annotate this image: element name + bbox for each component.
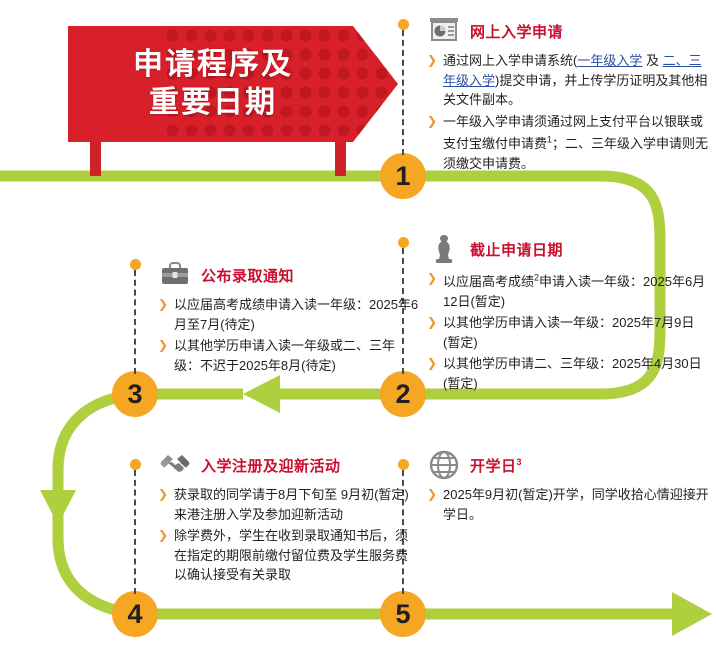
bullet-text: 以应届高考成绩申请入读一年级：2025年6月至7月(待定): [174, 297, 419, 332]
step-title-3: 公布录取通知: [201, 267, 295, 285]
sign-post-right: [335, 142, 346, 176]
step-circle-4[interactable]: 4: [112, 591, 158, 637]
sign-board-shape: [68, 26, 398, 142]
step-bullets-1: ❯ 通过网上入学申请系统(一年级入学 及 二、三年级入学)提交申请，并上传学历证…: [427, 51, 711, 173]
chevron-right-icon: ❯: [427, 487, 438, 501]
chevron-right-icon: ❯: [158, 338, 169, 352]
chevron-right-icon: ❯: [158, 487, 169, 501]
chess-piece-icon: [427, 232, 461, 266]
connector-line-4: [134, 470, 138, 594]
step-block-2: 截止申请日期 ❯ 以应届高考成绩2申请入读一年级：2025年6月12日(暂定) …: [427, 232, 711, 395]
step-bullets-4: ❯ 获录取的同学请于8月下旬至 9月初(暂定)来港注册入学及参加迎新活动 ❯ 除…: [158, 485, 420, 585]
footnote-marker-2: 2: [534, 273, 540, 283]
connector-dot-3: [130, 259, 141, 270]
link-year1-admission[interactable]: 一年级入学: [577, 53, 643, 68]
step-circle-1[interactable]: 1: [380, 153, 426, 199]
sign-title: 申请程序及 重要日期: [68, 46, 358, 122]
connector-line-2: [402, 248, 406, 374]
sign-title-line2: 重要日期: [149, 86, 277, 119]
step-block-1: 网上入学申请 ❯ 通过网上入学申请系统(一年级入学 及 二、三年级入学)提交申请…: [427, 14, 711, 175]
list-item: ❯ 以应届高考成绩申请入读一年级：2025年6月至7月(待定): [158, 295, 420, 334]
chevron-right-icon: ❯: [427, 356, 438, 371]
bullet-text: 2025年9月初(暂定)开学，同学收拾心情迎接开学日。: [443, 487, 709, 522]
list-item: ❯ 获录取的同学请于8月下旬至 9月初(暂定)来港注册入学及参加迎新活动: [158, 485, 420, 524]
presentation-chart-icon: [427, 14, 461, 48]
bullet-text: 通过网上入学申请系统(一年级入学 及 二、三年级入学)提交申请，并上传学历证明及…: [443, 53, 708, 107]
bullet-text: 一年级入学申请须通过网上支付平台以银联或支付宝缴付申请费1；二、三年级入学申请则…: [443, 113, 709, 171]
sign-title-line1: 申请程序及: [133, 48, 293, 81]
briefcase-icon: [158, 258, 192, 292]
step-header-5: 开学日3: [427, 448, 711, 482]
step-title-5: 开学日3: [470, 456, 523, 475]
bullet-text: 除学费外，学生在收到录取通知书后，须在指定的期限前缴付留位费及学生服务费以确认接…: [174, 528, 409, 582]
step-header-4: 入学注册及迎新活动: [158, 448, 420, 482]
bullet-text: 获录取的同学请于8月下旬至 9月初(暂定)来港注册入学及参加迎新活动: [174, 487, 409, 522]
list-item: ❯ 一年级入学申请须通过网上支付平台以银联或支付宝缴付申请费1；二、三年级入学申…: [427, 112, 711, 174]
step-header-1: 网上入学申请: [427, 14, 711, 48]
step-header-2: 截止申请日期: [427, 232, 711, 266]
connector-dot-2: [398, 237, 409, 248]
globe-icon: [427, 448, 461, 482]
sign-post-left: [90, 142, 101, 176]
step-circle-3[interactable]: 3: [112, 371, 158, 417]
step-title-2: 截止申请日期: [470, 241, 564, 259]
list-item: ❯ 以其他学历申请入读一年级或二、三年级：不迟于2025年8月(待定): [158, 336, 420, 375]
link-year23-admission[interactable]: 二、三年级入学: [443, 53, 702, 88]
chevron-right-icon: ❯: [158, 297, 169, 311]
list-item: ❯ 以应届高考成绩2申请入读一年级：2025年6月12日(暂定): [427, 269, 711, 311]
step-bullets-2: ❯ 以应届高考成绩2申请入读一年级：2025年6月12日(暂定) ❯ 以其他学历…: [427, 269, 711, 393]
connector-dot-1: [398, 19, 409, 30]
chevron-right-icon: ❯: [158, 528, 169, 542]
step-block-3: 公布录取通知 ❯ 以应届高考成绩申请入读一年级：2025年6月至7月(待定) ❯…: [158, 258, 420, 377]
step-bullets-5: ❯ 2025年9月初(暂定)开学，同学收拾心情迎接开学日。: [427, 485, 711, 524]
connector-line-1: [402, 30, 406, 155]
chevron-right-icon: ❯: [427, 53, 438, 67]
list-item: ❯ 以其他学历申请二、三年级：2025年4月30日(暂定): [427, 354, 711, 393]
step-title-1: 网上入学申请: [470, 23, 564, 41]
step-block-4: 入学注册及迎新活动 ❯ 获录取的同学请于8月下旬至 9月初(暂定)来港注册入学及…: [158, 448, 420, 587]
title-sign: 申请程序及 重要日期: [68, 26, 398, 142]
step-header-3: 公布录取通知: [158, 258, 420, 292]
connector-line-3: [134, 270, 138, 374]
step-circle-5[interactable]: 5: [380, 591, 426, 637]
chevron-right-icon: ❯: [427, 113, 438, 128]
list-item: ❯ 除学费外，学生在收到录取通知书后，须在指定的期限前缴付留位费及学生服务费以确…: [158, 526, 420, 585]
list-item: ❯ 以其他学历申请入读一年级：2025年7月9日(暂定): [427, 313, 711, 352]
chevron-right-icon: ❯: [427, 271, 438, 285]
handshake-icon: [158, 448, 192, 482]
bullet-text: 以应届高考成绩2申请入读一年级：2025年6月12日(暂定): [443, 273, 706, 309]
step-circle-2[interactable]: 2: [380, 371, 426, 417]
step-title-4: 入学注册及迎新活动: [201, 457, 341, 475]
connector-dot-5: [398, 459, 409, 470]
step-block-5: 开学日3 ❯ 2025年9月初(暂定)开学，同学收拾心情迎接开学日。: [427, 448, 711, 526]
list-item: ❯ 通过网上入学申请系统(一年级入学 及 二、三年级入学)提交申请，并上传学历证…: [427, 51, 711, 110]
connector-dot-4: [130, 459, 141, 470]
step-bullets-3: ❯ 以应届高考成绩申请入读一年级：2025年6月至7月(待定) ❯ 以其他学历申…: [158, 295, 420, 375]
bullet-text: 以其他学历申请二、三年级：2025年4月30日(暂定): [443, 356, 702, 391]
connector-line-5: [402, 470, 406, 594]
footnote-marker-3: 3: [516, 456, 523, 467]
bullet-text: 以其他学历申请入读一年级或二、三年级：不迟于2025年8月(待定): [174, 338, 396, 373]
footnote-marker-1: 1: [547, 135, 553, 145]
bullet-text: 以其他学历申请入读一年级：2025年7月9日(暂定): [443, 315, 695, 350]
chevron-right-icon: ❯: [427, 315, 438, 330]
list-item: ❯ 2025年9月初(暂定)开学，同学收拾心情迎接开学日。: [427, 485, 711, 524]
